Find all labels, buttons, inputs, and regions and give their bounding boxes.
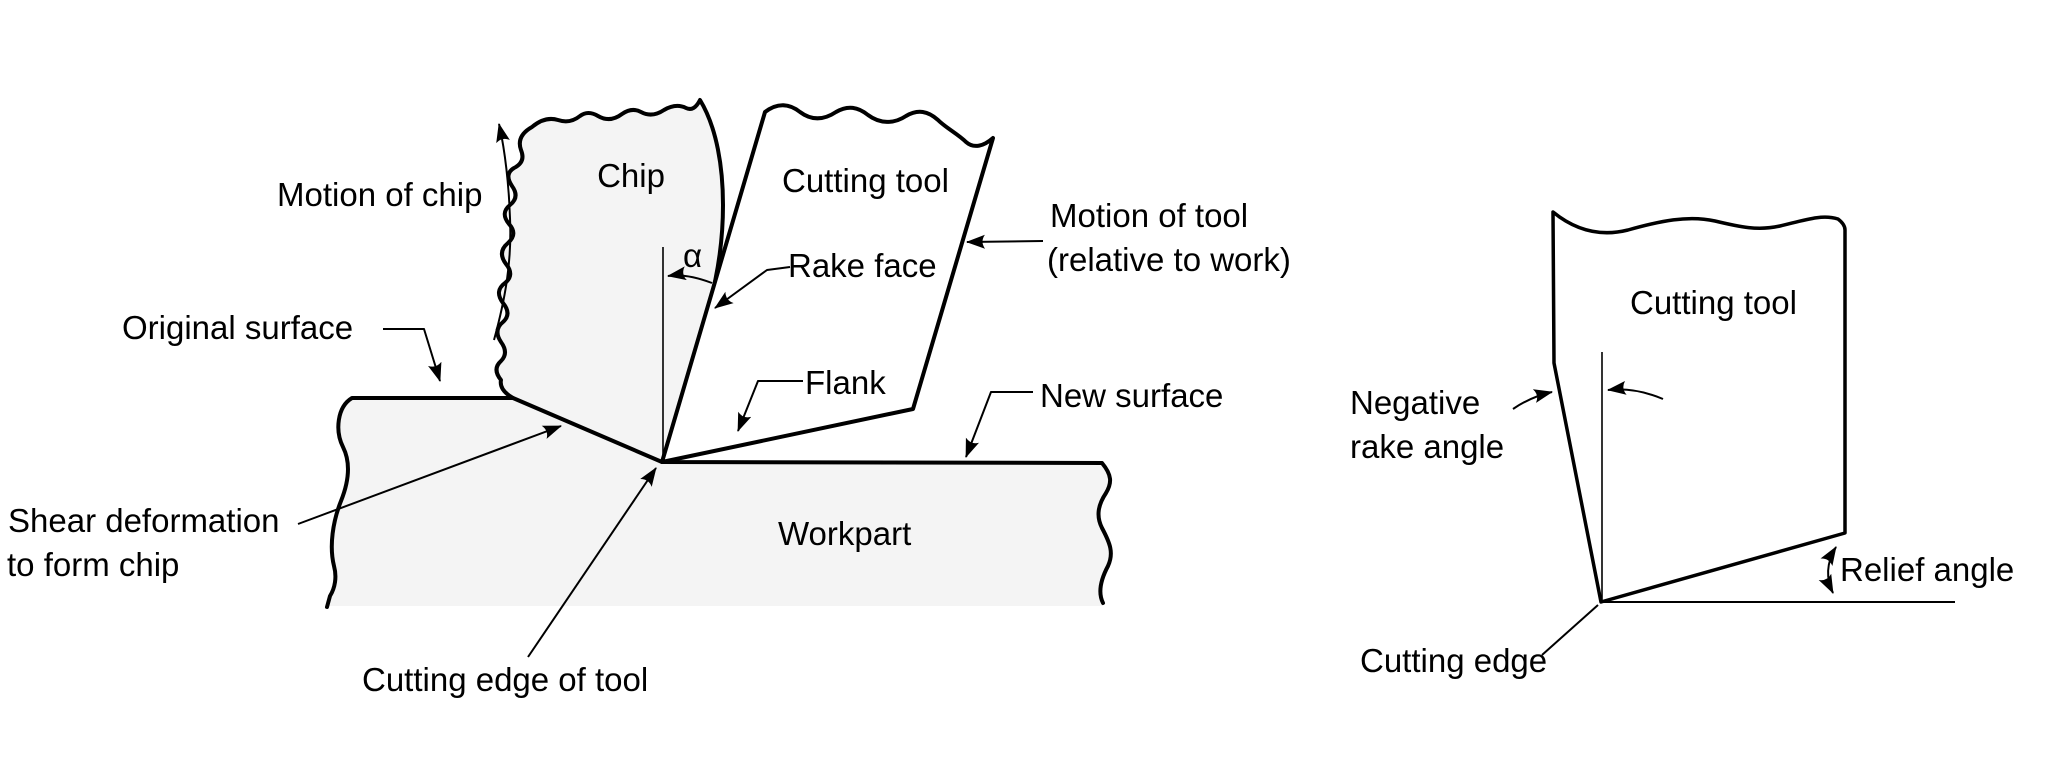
cutting-tool-right-label: Cutting tool (1630, 284, 1797, 321)
motion-of-tool-arrow (966, 234, 1044, 249)
negative-rake-tool-shape (1551, 210, 1847, 604)
flank-leader (737, 380, 803, 432)
workpart-shape (327, 398, 1111, 607)
motion-of-tool-label-line1: Motion of tool (1050, 197, 1248, 234)
new-surface-leader (965, 391, 1033, 458)
motion-of-chip-label: Motion of chip (277, 176, 482, 213)
original-surface-label: Original surface (122, 309, 353, 346)
workpart-outline (325, 396, 1113, 609)
negative-rake-leader (1512, 389, 1553, 410)
original-surface-leader (383, 328, 442, 382)
rake-face-label: Rake face (788, 247, 937, 284)
flank-label: Flank (805, 364, 886, 401)
shear-deformation-leader (297, 425, 562, 525)
rake-face-leader (714, 266, 791, 309)
negative-rake-label-line2: rake angle (1350, 428, 1504, 465)
new-surface-label: New surface (1040, 377, 1223, 414)
relief-angle-arc (1818, 546, 1837, 594)
chip-label: Chip (597, 157, 665, 194)
shear-deformation-label-line2: to form chip (7, 546, 179, 583)
cutting-edge-label: Cutting edge of tool (362, 661, 648, 698)
cutting-tool-label: Cutting tool (782, 162, 949, 199)
cutting-edge-leader (527, 467, 657, 658)
cutting-edge-right-label: Cutting edge (1360, 642, 1547, 679)
rake-angle-arc (667, 266, 713, 284)
workpart-label: Workpart (778, 515, 911, 552)
cutting-tool-shape (660, 103, 995, 464)
chip-outline (494, 98, 725, 400)
motion-of-tool-label-line2: (relative to work) (1047, 241, 1291, 278)
negative-rake-arc (1607, 380, 1664, 400)
shear-deformation-label-line1: Shear deformation (8, 502, 280, 539)
cutting-edge-right-leader (1541, 604, 1599, 656)
relief-angle-label: Relief angle (1840, 551, 2014, 588)
rake-angle-symbol: α (683, 237, 702, 274)
chip-shape (496, 100, 723, 462)
motion-of-chip-arrow (493, 123, 512, 341)
negative-rake-label-line1: Negative (1350, 384, 1480, 421)
